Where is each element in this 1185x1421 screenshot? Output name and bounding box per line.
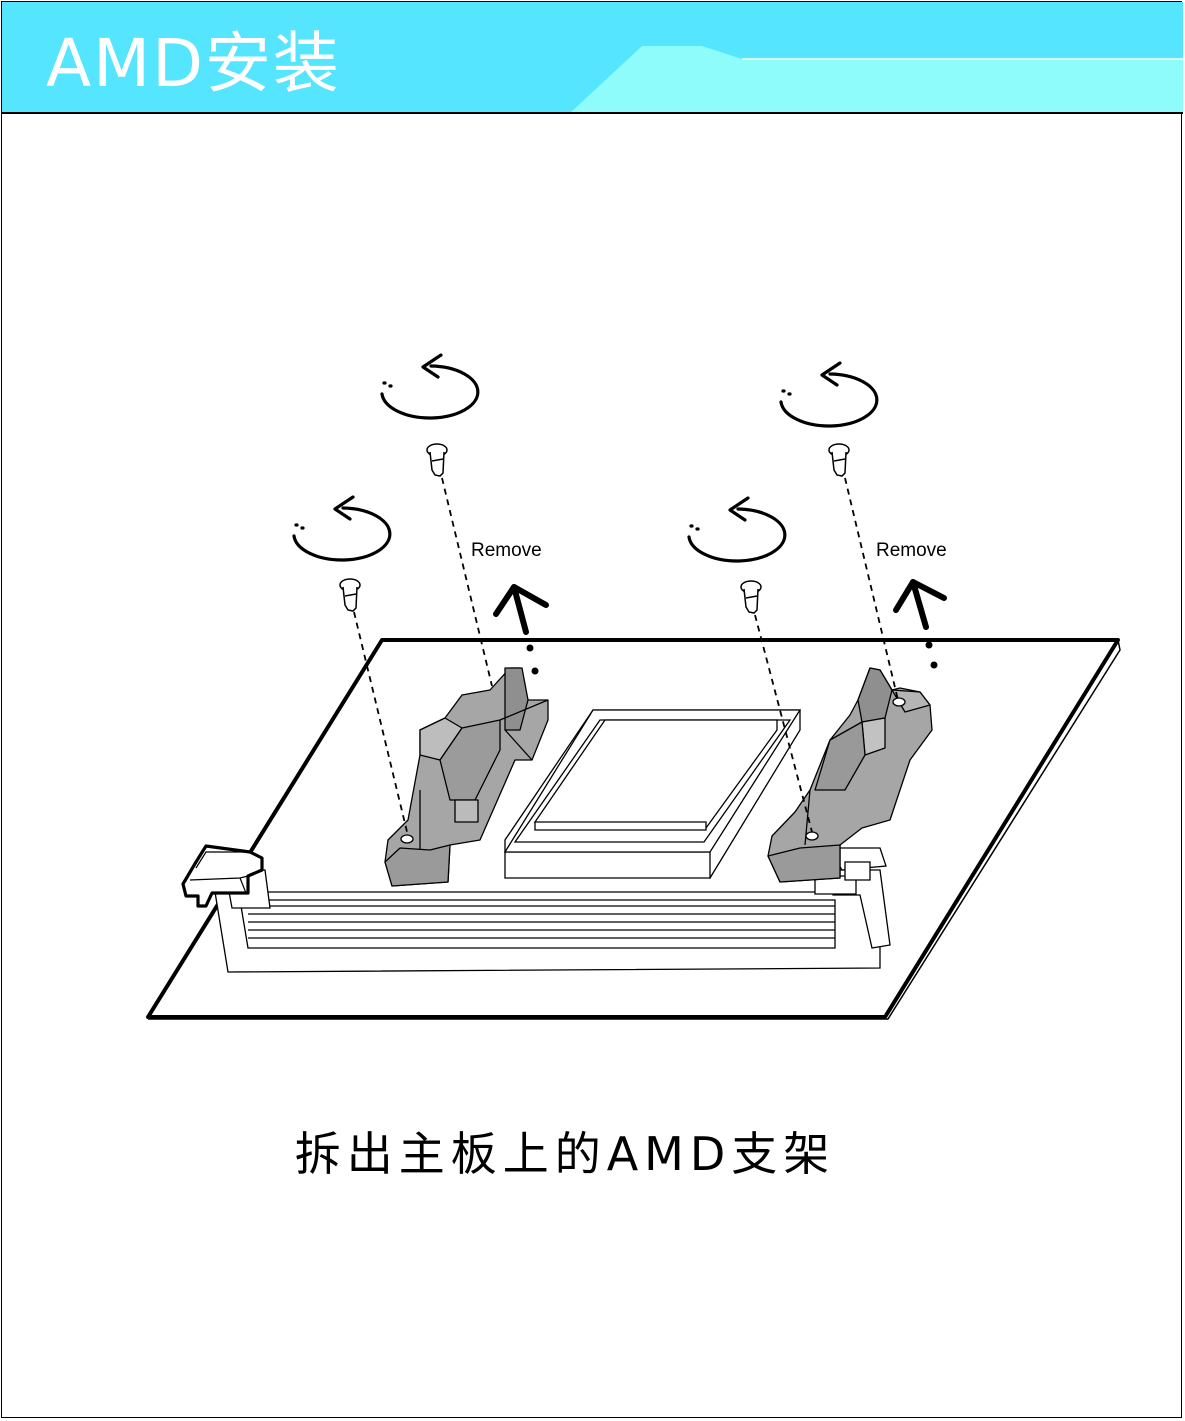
page-title: AMD安装 [46, 25, 341, 102]
remove-dots [925, 641, 938, 669]
counterclockwise-rotate-icon [687, 496, 787, 563]
dimm-slot [214, 847, 891, 973]
counterclockwise-rotate-icon [292, 495, 392, 562]
up-arrow-icon [893, 579, 947, 630]
amd-retention-bracket-right [767, 667, 933, 883]
remove-label-left: Remove [471, 540, 542, 561]
screw-icon [740, 580, 762, 614]
header-divider [2, 112, 1183, 114]
header-background [2, 2, 1183, 113]
screw-icon [828, 443, 850, 477]
cpu-socket [503, 709, 802, 879]
remove-label-right: Remove [876, 540, 947, 561]
screw-guide-lines [353, 477, 899, 837]
amd-retention-bracket-left [384, 667, 549, 887]
counterclockwise-rotate-icon [380, 353, 480, 420]
dimm-latch-left [181, 844, 264, 908]
remove-dots [526, 644, 539, 675]
counterclockwise-rotate-icon [779, 361, 879, 428]
up-arrow-icon [493, 584, 549, 635]
screw-icon [426, 443, 448, 477]
screw-icon [339, 578, 361, 612]
header-banner: AMD安装 [2, 2, 1183, 113]
step-caption: 拆出主板上的AMD支架 [294, 1127, 836, 1181]
